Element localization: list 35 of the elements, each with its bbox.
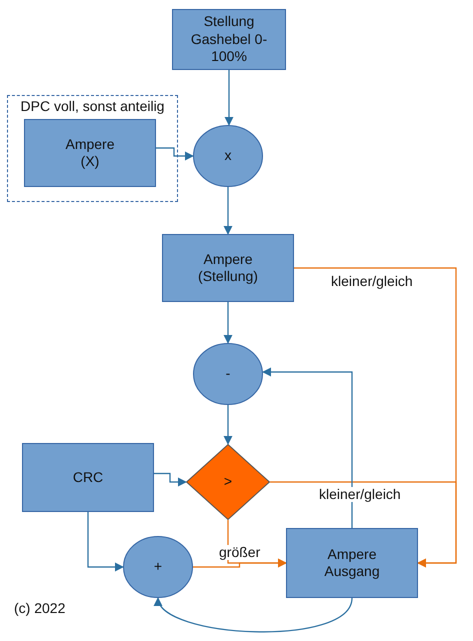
arrow xyxy=(87,512,124,572)
arrow xyxy=(193,558,287,568)
arrow xyxy=(224,302,232,344)
arrow xyxy=(224,405,232,445)
node-label: Ampere (X) xyxy=(64,136,116,170)
node-label: - xyxy=(226,365,230,383)
group-heading: DPC voll, sonst anteilig xyxy=(20,98,164,116)
arrow xyxy=(262,368,353,528)
arrow xyxy=(156,597,353,632)
process-box xyxy=(162,234,294,302)
process-box xyxy=(22,443,154,512)
node-label: Ampere (Stellung) xyxy=(197,250,259,286)
arrow xyxy=(224,187,232,235)
operator-circle xyxy=(193,343,263,405)
arrow xyxy=(224,70,234,126)
edge-label: größer xyxy=(218,545,262,560)
process-box xyxy=(286,528,418,598)
process-box xyxy=(24,119,156,187)
edge-label: kleiner/gleich xyxy=(330,274,414,290)
arrow xyxy=(154,472,187,486)
copyright-note: (c) 2022 xyxy=(14,600,66,617)
dashed-group-box xyxy=(7,95,178,202)
node-label: + xyxy=(154,558,162,576)
decision-diamond xyxy=(186,444,270,520)
operator-circle xyxy=(123,536,193,598)
node-label: > xyxy=(224,473,232,491)
node-label: Stellung Gashebel 0-100% xyxy=(190,13,268,66)
process-box xyxy=(172,9,286,70)
node-label: CRC xyxy=(72,468,104,486)
edge-label: kleiner/gleich xyxy=(318,487,402,502)
node-label: x xyxy=(224,147,232,165)
arrow xyxy=(155,147,194,160)
arrow xyxy=(270,481,457,568)
node-label: Ampere Ausgang xyxy=(323,546,381,580)
operator-circle xyxy=(193,125,263,187)
